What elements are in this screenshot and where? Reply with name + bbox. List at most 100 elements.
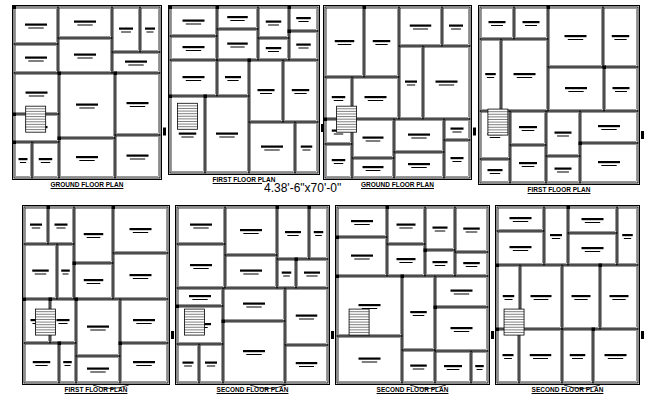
room-wall [217,7,258,29]
room-wall-inner [219,62,248,95]
room-wall-inner [76,265,112,298]
room-size-mark [454,331,469,332]
room-size-mark [585,222,600,223]
room-label-mark [363,166,384,168]
room-wall-inner [499,331,518,382]
column [496,328,500,332]
room-wall [277,207,309,259]
room-wall-inner [225,323,284,382]
room-label-mark [550,234,562,236]
room-wall [113,207,168,253]
room-wall-inner [225,290,284,320]
column [424,249,428,253]
room-label-mark [405,81,417,83]
room-label-mark [365,96,387,98]
room-label-mark [76,156,98,158]
room-label-mark [433,227,448,229]
room-wall [170,36,217,60]
plan-rooms [23,206,175,389]
room-wall-inner [401,48,422,118]
room-wall-inner [437,353,470,382]
room-size-mark [366,170,381,171]
room-size-mark [90,372,105,373]
column [295,258,299,262]
room-label-mark [119,28,133,30]
room-wall-inner [503,41,547,110]
room-label-mark [503,354,514,356]
plan-rooms [496,206,645,389]
room-wall-inner [16,144,31,177]
room-wall-inner [78,301,119,355]
room-wall-inner [605,9,637,66]
section-mark [163,128,166,136]
room-wall-inner [550,69,603,110]
room-wall-inner [251,124,294,172]
room-size-mark [79,160,94,161]
room-wall [76,299,120,356]
column [216,6,220,10]
room-wall [115,73,160,135]
room-label-mark [612,35,630,37]
room-wall [568,233,617,265]
room-label-mark [32,270,49,272]
column [58,342,62,346]
room-wall-inner [404,352,434,382]
room-label-mark [243,350,265,352]
room-label-mark [130,228,152,230]
room-label-mark [530,354,552,356]
room-wall [544,207,568,265]
column [248,59,252,63]
room-wall [205,96,249,173]
room-size-mark [334,134,343,135]
column [73,262,77,266]
room-wall [113,253,168,299]
room-label-mark [285,231,301,233]
room-wall-inner [446,121,469,139]
room-wall-inner [354,160,393,177]
column [222,320,226,324]
room-label-mark [84,279,104,281]
room-wall [444,140,470,178]
room-size-mark [243,274,258,275]
room-label-mark [565,87,587,89]
room-wall [177,344,199,383]
room-wall-inner [425,48,469,118]
room-label-mark [451,157,464,159]
room-label-mark [266,47,282,49]
room-wall-inner [427,209,454,249]
room-size-mark [41,162,50,163]
room-label-mark [301,146,313,148]
room-wall-inner [298,261,327,287]
column [47,206,51,210]
room-wall [352,119,394,158]
room-label-mark [216,133,238,135]
room-wall-inner [219,31,257,59]
room-size-mark [186,50,201,51]
room-wall [425,250,455,276]
room-wall [480,39,501,111]
room-label-mark [190,264,212,266]
room-label-mark [485,73,496,75]
room-label-mark [183,46,205,48]
floor-plan-outline: SECOND FLOOR PLAN [175,205,330,385]
room-wall-inner [366,9,398,76]
room-size-mark [513,221,528,222]
column [114,72,118,76]
plan-caption: SECOND FLOOR PLAN [377,387,449,394]
room-wall [74,207,113,263]
room-label-mark [451,128,464,130]
room-wall [617,207,638,265]
room-size-mark [268,25,279,26]
column [169,6,173,10]
room-label-mark [503,295,515,297]
section-mark [641,131,644,139]
room-wall [497,329,519,383]
room-size-mark [193,228,208,229]
room-wall [562,265,600,329]
room-label-mark [26,92,48,94]
column [599,264,603,268]
room-wall [548,67,604,111]
room-wall-inner [142,9,159,51]
room-label-mark [449,25,463,27]
room-size-mark [466,266,478,267]
